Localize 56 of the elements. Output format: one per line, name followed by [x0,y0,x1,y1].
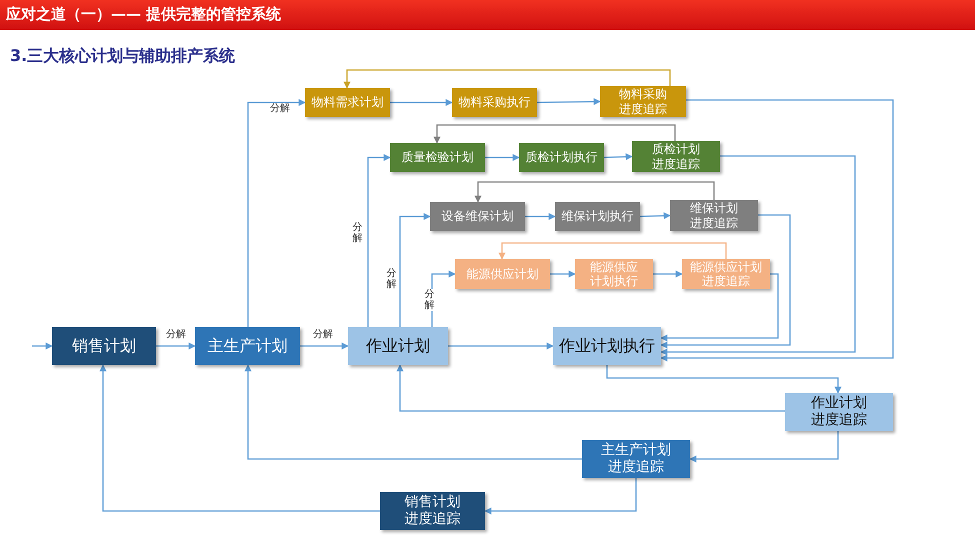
execution-box: 维保计划执行 [555,202,640,231]
edge-label: 分解 [386,268,396,290]
arrow [536,98,601,106]
plan-box: 质量检验计划 [390,143,485,172]
arrow [550,270,576,278]
arrow [660,155,856,356]
arrow [604,153,633,160]
arrow [434,124,676,144]
edge-label: 分解 [270,103,290,114]
arrow [32,342,53,350]
execution-box: 作业计划执行 [553,327,661,365]
execution-box: 质检计划执行 [519,143,604,172]
section-heading: 3.三大核心计划与辅助排产系统 [10,46,236,67]
plan-box: 能源供应计划 [455,259,550,289]
arrow [525,213,556,220]
arrow [660,214,791,348]
arrow [344,69,671,89]
edge-label: 分解 [313,329,333,340]
tracking-box: 物料采购进度追踪 [600,86,686,117]
plan-box: 设备维保计划 [430,202,525,231]
tracking-box: 主生产计划进度追踪 [582,440,690,478]
arrow [484,478,637,514]
arrow [100,364,380,512]
arrow [498,242,727,260]
title: 应对之道（一）—— 提供完整的管控系统 [6,5,282,24]
sales-plan-box: 销售计划 [52,327,156,365]
arrow [244,364,582,460]
arrow [485,154,520,161]
execution-box: 物料采购执行 [452,88,537,117]
tracking-box: 质检计划进度追踪 [632,141,720,172]
plan-box: 物料需求计划 [305,88,390,117]
arrow [660,273,779,342]
arrow [640,212,671,220]
arrow [399,213,431,327]
execution-box: 能源供应计划执行 [575,259,653,289]
plan-box: 作业计划 [348,327,448,365]
arrow [247,99,306,327]
tracking-box: 销售计划进度追踪 [380,492,485,530]
arrow [660,99,894,362]
arrow [300,342,349,350]
tracking-box: 能源供应计划进度追踪 [682,259,770,289]
arrow [367,154,391,327]
arrow [156,342,196,350]
edge-label: 分解 [352,222,362,244]
arrow [689,431,839,462]
edge-label: 分解 [166,329,186,340]
arrow [390,99,453,106]
plan-box: 主生产计划 [195,327,300,365]
edge-label: 分解 [424,289,434,311]
tracking-box: 作业计划进度追踪 [785,393,893,431]
arrow [606,365,842,394]
tracking-box: 维保计划进度追踪 [670,200,758,231]
arrow [448,342,554,350]
arrow [474,181,715,203]
arrow [396,364,785,412]
arrow [653,270,683,278]
